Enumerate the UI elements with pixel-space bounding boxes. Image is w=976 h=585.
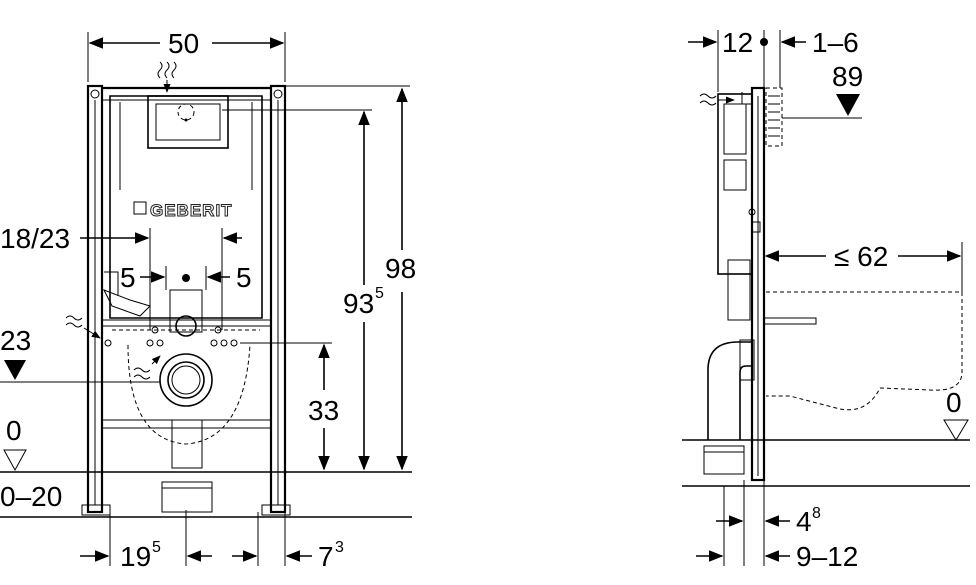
dim-bottom-left-sup: 5: [152, 539, 161, 556]
level-marker-89: [836, 94, 860, 116]
side-dim-floor-zero: 0: [946, 387, 962, 418]
side-flush-plate: [765, 87, 783, 147]
flush-plate-opening: [147, 95, 229, 149]
level-marker-zero: [3, 449, 27, 472]
frame-post-right: [269, 84, 287, 514]
front-view: GEBERIT: [0, 28, 416, 572]
dim-depth-top: 12: [722, 27, 753, 58]
bowl-outline: [127, 344, 251, 445]
dim-width: 50: [168, 28, 199, 59]
geberit-logo-mark: [133, 201, 147, 215]
side-water-icon: [699, 93, 717, 106]
side-level-marker-zero: [943, 419, 969, 441]
level-marker-23: [4, 360, 26, 380]
brand-logo: GEBERIT: [150, 201, 233, 220]
dim-bottom-left: 19: [120, 541, 151, 572]
dim-max-depth: ≤ 62: [834, 241, 888, 272]
dim-depth-bottom-sup: 8: [812, 505, 821, 522]
side-cistern: [717, 93, 753, 275]
water-supply-icon-left: [65, 315, 83, 328]
side-bowl-outline: [766, 291, 963, 411]
dim-depth-bottom: 4: [796, 506, 812, 537]
dim-range-bottom: 9–12: [796, 541, 858, 572]
cistern: [109, 95, 263, 319]
dim-floor-range: 0–20: [0, 481, 62, 512]
side-threaded-rod: [763, 317, 817, 325]
side-drain-elbow: [707, 341, 752, 440]
dim-floor-zero: 0: [6, 415, 22, 446]
dim-level-89: 89: [832, 61, 863, 92]
drain-outlet: [159, 353, 213, 407]
dim-height-inner: 93: [343, 288, 374, 319]
dim-spacing-top: 18/23: [0, 223, 70, 254]
side-view: 12 1–6 89 ≤ 62 0 4 8 9–12: [682, 27, 970, 572]
water-supply-icon-center: [133, 367, 151, 380]
dim-offset-left: 5: [120, 262, 136, 293]
dim-bottom-right: 7: [318, 541, 334, 572]
frame-post-left: [86, 84, 104, 514]
dim-adjust-top: 1–6: [812, 27, 859, 58]
water-supply-icon: [157, 61, 177, 79]
dim-level-23: 23: [0, 325, 31, 356]
dim-height-33: 33: [308, 395, 339, 426]
dim-offset-right: 5: [236, 262, 252, 293]
dim-height-total: 98: [385, 253, 416, 284]
dim-height-inner-sup: 5: [375, 285, 384, 302]
dim-bottom-right-sup: 3: [335, 539, 344, 556]
